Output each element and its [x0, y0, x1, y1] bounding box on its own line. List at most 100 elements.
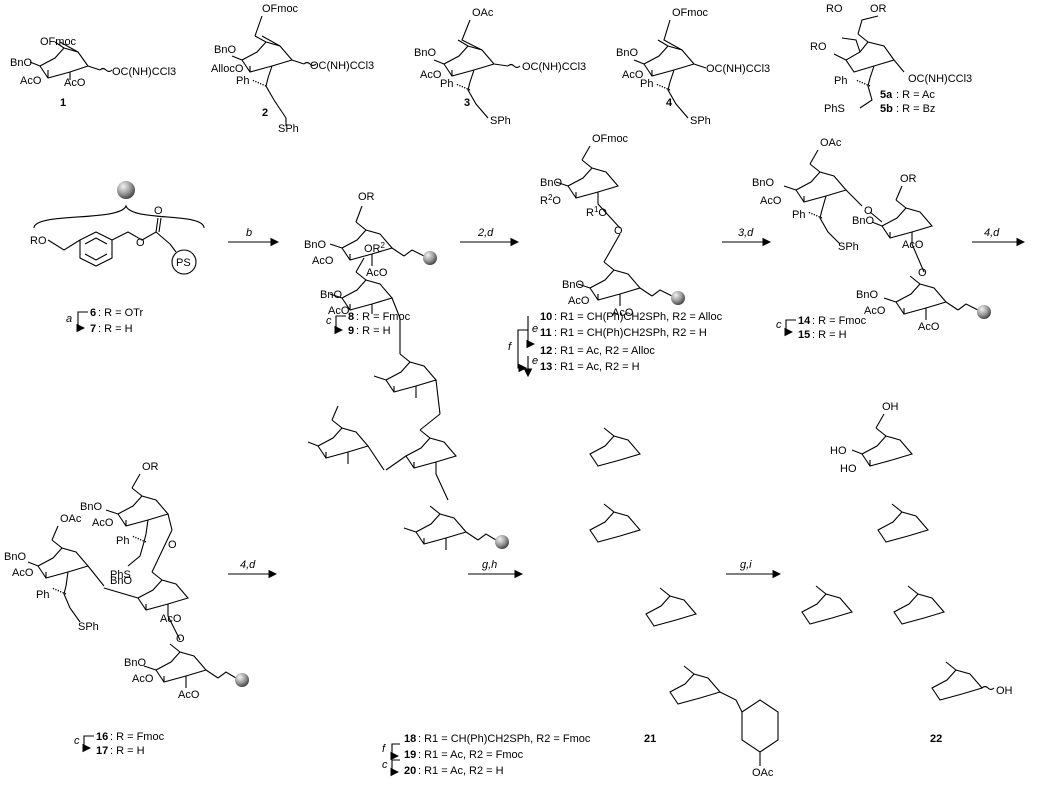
r2o-label: R2O [540, 193, 561, 207]
reagent-c: c [776, 319, 782, 331]
ps-label: PS [176, 257, 191, 269]
phs-label: PhS [110, 569, 131, 581]
compound-definition: : R = Ac [896, 89, 935, 101]
resin-bead [117, 181, 135, 199]
oh-label: OH [882, 401, 899, 413]
oac-label: OAc [60, 513, 82, 525]
ho-label: HO [830, 445, 847, 457]
reagent-b: b [246, 227, 252, 239]
aco-label: AcO [366, 267, 388, 279]
sph-label: SPh [78, 621, 99, 633]
arrow-4d-bottom: 4,d [228, 559, 278, 579]
reagent-f: f [508, 341, 512, 353]
compound-10-13: OFmoc BnO R2O R1O O BnO AcO AcO e f e 10… [508, 133, 723, 378]
ph-label: Ph [834, 75, 847, 87]
arrow-2d: 2,d [460, 227, 520, 247]
compound-2: OFmoc BnO AllocO OC(NH)CCl3 Ph SPh 2 [211, 3, 374, 135]
compound-definition: : R = H [110, 745, 145, 757]
aco-label: AcO [568, 295, 590, 307]
or-label: OR [900, 173, 917, 185]
ph-label: Ph [36, 589, 49, 601]
aco-label: AcO [760, 195, 782, 207]
aco-label: AcO [902, 239, 924, 251]
compound-definition: : R1 = Ac, R2 = H [418, 765, 504, 777]
oh-label: OH [996, 685, 1013, 697]
polystyrene-support [171, 249, 197, 275]
ofmoc-label: OFmoc [40, 36, 77, 48]
compound-18-20: OR2 BnO AcO [307, 241, 509, 550]
ph-label: Ph [640, 78, 653, 90]
compound-definition: : R1 = Ac, R2 = H [554, 361, 640, 373]
bno-label: BnO [752, 177, 774, 189]
compound-5: RO OR RO Ph OC(NH)CCl3 PhS 5a : R = Ac 5… [810, 3, 972, 115]
sph-label: SPh [838, 241, 859, 253]
bno-label: BnO [10, 57, 32, 69]
compound-number: 15 [798, 329, 810, 341]
arrow-3d: 3,d [722, 227, 772, 247]
compound-number: 9 [348, 325, 354, 337]
ph-label: Ph [116, 535, 129, 547]
arrow-4d-top: 4,d [972, 227, 1026, 247]
r1o-label: R1O [586, 205, 607, 219]
compound-number: 21 [644, 733, 656, 745]
compound-definition: : R1 = CH(Ph)CH2SPh, R2 = Fmoc [418, 733, 591, 745]
ofmoc-label: OFmoc [262, 3, 299, 15]
compound-definition: : R = Fmoc [812, 315, 867, 327]
or-label: OR [358, 191, 375, 203]
compound-number: 1 [60, 97, 66, 109]
imidate-label: OC(NH)CCl3 [908, 73, 972, 85]
aco-label: AcO [12, 567, 34, 579]
arrow-gi: g,i [726, 559, 782, 579]
alloco-label: AllocO [211, 63, 244, 75]
compound-number: 16 [96, 731, 108, 743]
compound-16-17: OR BnO AcO Ph PhS O OAc BnO AcO Ph SPh B… [4, 461, 249, 757]
reagent-step: 4,d [984, 227, 1000, 239]
ph-label: Ph [236, 75, 249, 87]
compound-definition: : R = Fmoc [356, 311, 411, 323]
bno-label: BnO [540, 177, 562, 189]
reagent-step: 4,d [240, 559, 256, 571]
compound-6-7: RO O O PS a 6 : R = OTr 7 : R = H [30, 181, 205, 335]
phs-label: PhS [824, 103, 845, 115]
compound-14-15: OAc BnO AcO Ph SPh O OR BnO AcO O BnO Ac… [752, 137, 991, 341]
bno-label: BnO [852, 215, 874, 227]
compound-3: OAc BnO AcO OC(NH)CCl3 Ph SPh 3 [414, 7, 586, 127]
bno-label: BnO [414, 47, 436, 59]
compound-22: OH HO HO OH 22 [801, 401, 1013, 745]
aco-label: AcO [20, 75, 42, 87]
aco-label: AcO [92, 517, 114, 529]
aco-label: AcO [420, 69, 442, 81]
resin-bead [423, 251, 437, 265]
oac-label: OAc [472, 7, 494, 19]
compound-number: 5b [880, 103, 893, 115]
compound-1: OFmoc BnO AcO AcO OC(NH)CCl3 1 [10, 36, 176, 109]
compound-definition: : R = H [98, 323, 133, 335]
or2-label: OR2 [364, 241, 386, 255]
resin-bead [671, 291, 685, 305]
ofmoc-label: OFmoc [672, 7, 709, 19]
compound-number: 2 [262, 107, 268, 119]
reagent-a: a [66, 313, 72, 325]
bno-label: BnO [4, 551, 26, 563]
aco-label: AcO [622, 69, 644, 81]
bno-label: BnO [562, 279, 584, 291]
o-label: O [136, 237, 145, 249]
aco-label: AcO [918, 321, 940, 333]
imidate-label: OC(NH)CCl3 [522, 61, 586, 73]
ro-label: RO [826, 3, 843, 15]
reagent-f: f [382, 743, 386, 755]
aco-label: AcO [864, 305, 886, 317]
bno-label: BnO [110, 575, 132, 587]
reagent-step: g,h [482, 559, 497, 571]
compound-definition: : R = H [356, 325, 391, 337]
o-label: O [614, 225, 623, 237]
aco-label: AcO [178, 689, 200, 701]
o-label: O [864, 205, 873, 217]
aco-label: AcO [328, 305, 350, 317]
compound-number: 17 [96, 745, 108, 757]
oac-label: OAc [820, 137, 842, 149]
sph-label: SPh [690, 115, 711, 127]
oac-label: OAc [752, 767, 774, 779]
compound-8-9: OR BnO AcO AcO c 8 : R = Fmoc 9 : R = H [304, 191, 437, 337]
compound-number: 22 [930, 733, 942, 745]
